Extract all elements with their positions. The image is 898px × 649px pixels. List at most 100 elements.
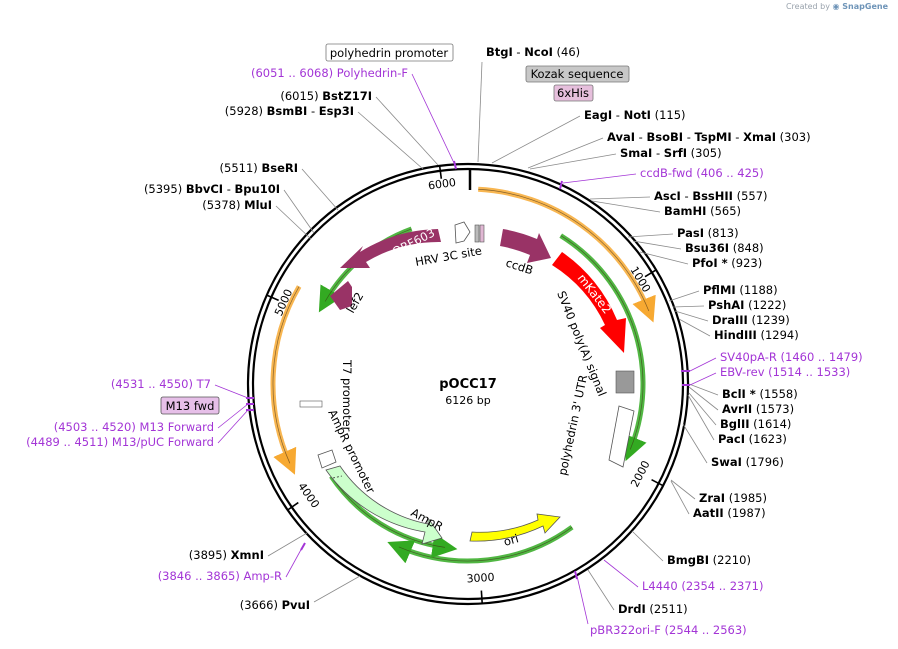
enzyme-name: BclI * <box>722 387 756 401</box>
enzyme-site-label[interactable]: AvaI - BsoBI - TspMI - XmaI (303) <box>607 130 811 144</box>
enzyme-position: (5928) <box>225 104 267 118</box>
enzyme-name: BseRI <box>261 161 298 175</box>
enzyme-site-label[interactable]: BclI * (1558) <box>722 387 798 401</box>
enzyme-position: (3666) <box>240 598 282 612</box>
kozak-text: Kozak sequence <box>531 67 624 81</box>
feature-ori-label: ori <box>502 531 520 549</box>
enzyme-leader <box>301 168 339 211</box>
primer-label[interactable]: L4440 (2354 .. 2371) <box>642 579 763 593</box>
enzyme-position: (46) <box>553 45 580 59</box>
enzyme-site-label[interactable]: PacI (1623) <box>718 432 787 446</box>
enzyme-site-label[interactable]: SwaI (1796) <box>711 455 784 469</box>
enzyme-position: - <box>513 45 524 59</box>
enzyme-leader <box>589 196 651 200</box>
enzyme-site-label[interactable]: AatII (1987) <box>693 506 766 520</box>
enzyme-site-label[interactable]: PflMI (1188) <box>703 283 778 297</box>
enzyme-leader <box>688 383 719 396</box>
enzyme-site-label[interactable]: PfoI * (923) <box>692 256 762 270</box>
enzyme-site-label[interactable]: ZraI (1985) <box>699 491 767 505</box>
primer-label[interactable]: (4531 .. 4550) T7 <box>111 377 211 391</box>
primer-label-part: (406 .. 425) <box>696 166 764 180</box>
enzyme-name: SrfI <box>664 146 687 160</box>
enzyme-name: NotI <box>624 108 651 122</box>
enzyme-name: BsmBI <box>267 104 308 118</box>
enzyme-site-label[interactable]: HindIII (1294) <box>714 328 799 342</box>
primer-label[interactable]: ccdB-fwd (406 .. 425) <box>640 166 764 180</box>
orf-arc-1-core <box>478 188 650 312</box>
primer-label-part: (1514 .. 1533) <box>768 365 850 379</box>
enzyme-position: - <box>612 108 623 122</box>
enzyme-position: (1614) <box>750 417 792 431</box>
primer-label[interactable]: EBV-rev (1514 .. 1533) <box>720 365 850 379</box>
enzyme-leader <box>682 423 708 464</box>
primer-label-part: ccdB-fwd <box>640 166 696 180</box>
enzyme-site-label[interactable]: BmgBI (2210) <box>667 553 751 567</box>
feature-kozak-his[interactable] <box>474 224 485 243</box>
primer-marks <box>246 160 690 580</box>
feature-ampr[interactable]: AmpR <box>325 465 446 545</box>
primer-leader <box>562 173 637 184</box>
enzyme-leader <box>672 305 705 308</box>
primer-label[interactable]: (4489 .. 4511) M13/pUC Forward <box>26 435 214 449</box>
primer-leader <box>689 357 717 372</box>
enzyme-position: (557) <box>733 189 768 203</box>
enzyme-site-label[interactable]: (6015) BstZ17I <box>280 89 372 103</box>
enzyme-site-label[interactable]: DrdI (2511) <box>618 602 688 616</box>
green-arc-3-core <box>398 526 573 562</box>
enzyme-site-label[interactable]: DraIII (1239) <box>712 313 790 327</box>
enzyme-name: PasI <box>677 226 704 240</box>
enzyme-name: Esp3I <box>319 104 354 118</box>
label-leaders <box>214 61 719 625</box>
primer-label[interactable]: (3846 .. 3865) Amp-R <box>158 569 282 583</box>
green-arc-2-core <box>560 235 644 450</box>
enzyme-leader <box>313 575 361 603</box>
enzyme-site-label[interactable]: (3666) PvuI <box>240 598 310 612</box>
enzyme-name: EagI <box>584 108 612 122</box>
primer-leader <box>411 73 455 164</box>
primer-label[interactable]: (6051 .. 6068) Polyhedrin-F <box>251 66 408 80</box>
enzyme-site-label[interactable]: (5378) MluI <box>202 198 272 212</box>
label-kozak[interactable]: Kozak sequence <box>525 65 630 83</box>
primer-label-part: (3846 .. 3865) <box>158 569 244 583</box>
enzyme-site-label[interactable]: AvrII (1573) <box>722 402 794 416</box>
enzyme-site-label[interactable]: BglII (1614) <box>720 417 791 431</box>
enzyme-site-label[interactable]: PasI (813) <box>677 226 739 240</box>
primer-label[interactable]: (4503 .. 4520) M13 Forward <box>54 420 214 434</box>
enzyme-name: NcoI <box>524 45 553 59</box>
label-polyhedrin-promoter[interactable]: polyhedrin promoter <box>325 43 454 62</box>
translation-arcs <box>270 186 656 475</box>
primer-label-part: pBR322ori-F <box>590 623 665 637</box>
enzyme-name: BssHII <box>692 189 733 203</box>
credit-brand: SnapGene <box>842 2 888 11</box>
label-6xhis[interactable]: 6xHis <box>553 84 594 102</box>
enzyme-site-label[interactable]: AscI - BssHII (557) <box>654 189 768 203</box>
primer-label[interactable]: pBR322ori-F (2544 .. 2563) <box>590 623 747 637</box>
enzyme-position: (848) <box>729 241 764 255</box>
plasmid-name: pOCC17 <box>439 377 497 392</box>
enzyme-site-label[interactable]: SmaI - SrfI (305) <box>620 146 722 160</box>
primer-label-part: SV40pA-R <box>720 350 781 364</box>
primer-label[interactable]: SV40pA-R (1460 .. 1479) <box>720 350 863 364</box>
label-m13fwd[interactable]: M13 fwd <box>160 396 220 415</box>
enzyme-site-label[interactable]: EagI - NotI (115) <box>584 108 686 122</box>
enzyme-site-label[interactable]: BamHI (565) <box>664 204 741 218</box>
enzyme-labels: BtgI - NcoI (46) EagI - NotI (115) AvaI - … <box>144 45 811 616</box>
primer-label-part: Amp-R <box>243 569 282 583</box>
enzyme-site-label[interactable]: (5511) BseRI <box>220 161 298 175</box>
primer-label-part: T7 <box>196 377 211 391</box>
enzyme-site-label[interactable]: PshAI (1222) <box>708 298 786 312</box>
primer-label-part: EBV-rev <box>720 365 768 379</box>
enzyme-site-label[interactable]: BtgI - NcoI (46) <box>486 45 580 59</box>
tick-label: 3000 <box>466 571 495 586</box>
enzyme-position: (1558) <box>756 387 798 401</box>
feature-ccdb[interactable]: ccdB <box>500 229 551 277</box>
feature-ori[interactable]: ori <box>469 513 561 549</box>
feature-t7-promoter[interactable]: T7 promoter <box>299 359 354 432</box>
enzyme-site-label[interactable]: (3895) XmnI <box>189 548 264 562</box>
enzyme-site-label[interactable]: (5928) BsmBI - Esp3I <box>225 104 354 118</box>
enzyme-site-label[interactable]: (5395) BbvCI - Bpu10I <box>144 182 280 196</box>
primer-leader <box>285 545 304 578</box>
enzyme-name: BglII <box>720 417 750 431</box>
enzyme-site-label[interactable]: Bsu36I (848) <box>685 241 764 255</box>
